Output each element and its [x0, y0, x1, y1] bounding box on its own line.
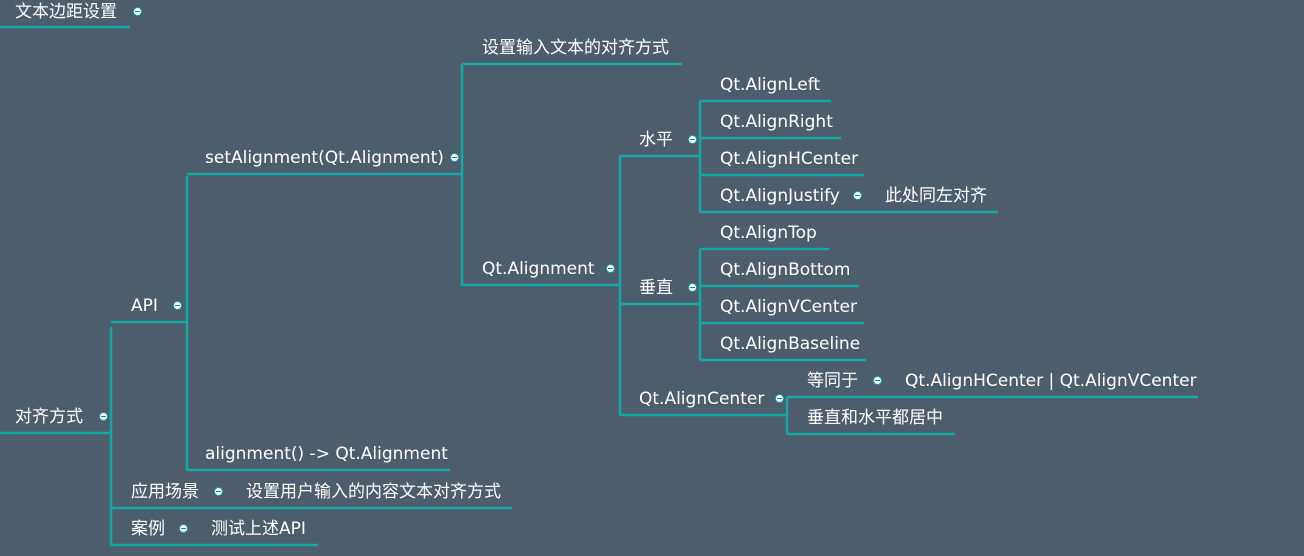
node-align-vcenter[interactable]: Qt.AlignVCenter: [720, 297, 857, 317]
node-justify-note[interactable]: 此处同左对齐: [885, 186, 987, 206]
node-horizontal[interactable]: 水平: [639, 130, 673, 150]
node-alignment-root[interactable]: 对齐方式: [15, 407, 83, 427]
node-align-hcenter[interactable]: Qt.AlignHCenter: [720, 149, 859, 169]
collapse-toggle-icon[interactable]: [450, 153, 459, 162]
node-align-right[interactable]: Qt.AlignRight: [720, 112, 833, 132]
expand-toggle-icon[interactable]: [133, 7, 142, 16]
node-align-left[interactable]: Qt.AlignLeft: [720, 75, 821, 95]
collapse-toggle-icon[interactable]: [853, 191, 862, 200]
node-set-alignment-desc[interactable]: 设置输入文本的对齐方式: [482, 38, 669, 58]
node-align-baseline[interactable]: Qt.AlignBaseline: [720, 334, 861, 354]
node-qt-alignment[interactable]: Qt.Alignment: [482, 259, 595, 279]
collapse-toggle-icon[interactable]: [179, 524, 188, 533]
node-align-center[interactable]: Qt.AlignCenter: [639, 389, 765, 409]
node-text-margin[interactable]: 文本边距设置: [15, 2, 117, 22]
collapse-toggle-icon[interactable]: [606, 264, 615, 273]
collapse-toggle-icon[interactable]: [688, 135, 697, 144]
node-equivalent-value[interactable]: Qt.AlignHCenter | Qt.AlignVCenter: [905, 371, 1197, 391]
collapse-toggle-icon[interactable]: [173, 301, 182, 310]
node-center-desc[interactable]: 垂直和水平都居中: [807, 408, 943, 428]
node-example[interactable]: 案例: [131, 519, 165, 539]
node-example-desc[interactable]: 测试上述API: [211, 519, 306, 539]
collapse-toggle-icon[interactable]: [99, 412, 108, 421]
collapse-toggle-icon[interactable]: [775, 394, 784, 403]
node-align-justify[interactable]: Qt.AlignJustify: [720, 186, 840, 206]
node-align-bottom[interactable]: Qt.AlignBottom: [720, 260, 851, 280]
collapse-toggle-icon[interactable]: [873, 376, 882, 385]
node-use-case[interactable]: 应用场景: [131, 482, 199, 502]
node-get-alignment[interactable]: alignment() -> Qt.Alignment: [205, 444, 448, 464]
collapse-toggle-icon[interactable]: [688, 283, 697, 292]
node-align-top[interactable]: Qt.AlignTop: [720, 223, 817, 243]
node-vertical[interactable]: 垂直: [639, 278, 673, 298]
node-use-case-desc[interactable]: 设置用户输入的内容文本对齐方式: [246, 482, 501, 502]
collapse-toggle-icon[interactable]: [214, 487, 223, 496]
node-api[interactable]: API: [131, 296, 158, 316]
node-equivalent[interactable]: 等同于: [807, 371, 858, 391]
node-set-alignment[interactable]: setAlignment(Qt.Alignment): [205, 148, 444, 168]
